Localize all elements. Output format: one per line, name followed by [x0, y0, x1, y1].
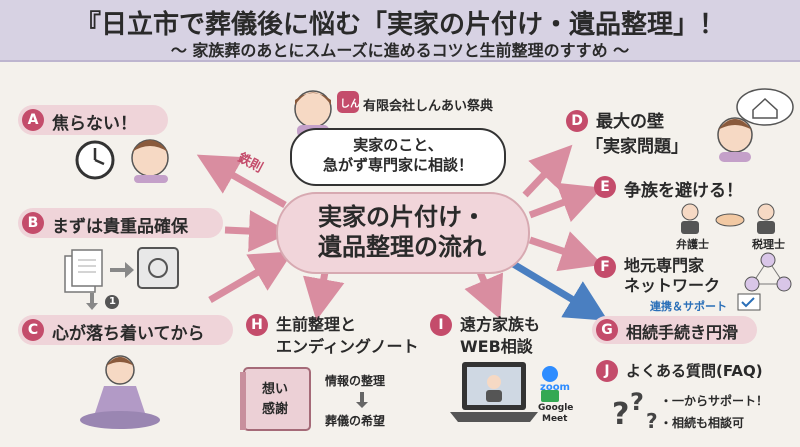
arrow-to-G: [508, 258, 609, 321]
book-text-line-2: 感謝: [262, 402, 289, 417]
section-D-badge: D: [566, 110, 588, 132]
arrow-to-B: [224, 210, 291, 253]
book-text-line-1: 想い: [262, 382, 289, 397]
section-G-title: 相続手続き円滑: [626, 323, 739, 342]
section-H-badge: H: [246, 314, 268, 336]
zoom-logo-icon: [542, 366, 558, 382]
section-J-item-2: ・相続も相談可: [660, 416, 745, 430]
center-title: 実家の片付け・ 遺品整理の流れ: [276, 202, 528, 262]
title-bar: [0, 0, 800, 62]
section-H-title-line-1: 生前整理と: [276, 315, 357, 334]
page-subtitle: 〜 家族葬のあとにスムーズに進めるコツと生前整理のすすめ 〜: [170, 41, 630, 60]
house-thought-icon: [736, 88, 794, 126]
section-A-title: 焦らない！: [52, 114, 137, 134]
google-meet-label-line-1: Google: [538, 403, 574, 413]
advice-line-1: 実家のこと、: [353, 136, 443, 154]
step-badge-icon: [105, 295, 119, 309]
section-B-step: 1: [109, 296, 116, 307]
network-icon: [744, 252, 792, 292]
book-icon: [240, 367, 311, 431]
section-G-badge: G: [596, 319, 618, 341]
google-meet-label-line-2: Meet: [542, 414, 568, 424]
svg-text:?: ?: [646, 409, 658, 433]
section-C-badge: C: [22, 319, 44, 341]
google-meet-logo-icon: [541, 390, 559, 402]
question-marks-icon: ? ? ?: [612, 388, 658, 433]
down-arrow-small-icon: [356, 392, 368, 408]
lawyer-label: 弁護士: [676, 238, 709, 251]
center-title-line-1: 実家の片付け・: [318, 203, 486, 231]
arrow-to-A: [196, 154, 287, 209]
arrow-to-C: [208, 251, 294, 304]
section-F-title-line-1: 地元専門家: [624, 256, 705, 275]
advice-bubble: [290, 128, 506, 186]
center-title-line-2: 遺品整理の流れ: [318, 233, 486, 261]
arrow-down-icon: [86, 293, 98, 310]
section-B-pill: [18, 208, 223, 238]
section-H-item-1: 情報の整理: [325, 374, 386, 388]
section-G-pill: [592, 316, 757, 344]
section-E-title: 争族を避ける！: [624, 181, 743, 201]
section-J-badge: J: [596, 360, 618, 382]
thinking-person-icon: [717, 117, 753, 162]
advice-bubble-text: 実家のこと、 急がず専門家に相談！: [290, 135, 506, 175]
arrow-to-I: [464, 270, 504, 320]
checklist-icon: [737, 293, 761, 311]
section-J-item-1: ・一からサポート！: [660, 394, 769, 408]
documents-icon: [64, 249, 103, 293]
advice-line-2: 急がず専門家に相談！: [322, 156, 473, 174]
laptop-icon: [450, 362, 538, 422]
section-H-item-2: 葬儀の希望: [325, 414, 386, 428]
section-D-title-line-1: 最大の壁: [596, 112, 664, 132]
section-J-title: よくある質問(FAQ): [626, 362, 763, 380]
tax-accountant-label: 税理士: [752, 238, 785, 251]
center-box: [276, 192, 530, 274]
arrow-to-E: [528, 182, 603, 223]
section-I-badge: I: [430, 314, 452, 336]
section-B-badge: B: [22, 212, 44, 234]
company-name: 有限会社しんあい祭典: [363, 99, 494, 114]
arrow-to-D: [522, 144, 573, 198]
section-F-title-line-2: ネットワーク: [624, 276, 721, 295]
section-C-title: 心が落ち着いてから: [52, 324, 205, 344]
section-E-badge: E: [594, 176, 616, 198]
section-F-badge: F: [594, 256, 616, 278]
section-F-link-label: 連携＆サポート: [650, 300, 727, 313]
section-A-badge: A: [22, 109, 44, 131]
handshake-icon: [715, 213, 745, 227]
lawyer-icon: [681, 203, 699, 234]
section-I-title-line-2: WEB相談: [460, 337, 533, 356]
svg-text:?: ?: [630, 388, 644, 416]
tax-accountant-icon: [757, 203, 775, 234]
section-D-title-line-2: 「実家問題」: [586, 137, 688, 157]
arrow-to-F: [528, 231, 603, 272]
company-logo-text: しん: [340, 99, 360, 110]
section-B-title: まずは貴重品確保: [52, 217, 188, 237]
company-logo-icon: [337, 91, 359, 113]
worried-person-icon: [131, 139, 169, 183]
section-I-title-line-1: 遠方家族も: [460, 315, 541, 334]
section-C-pill: [18, 315, 233, 345]
svg-text:?: ?: [612, 397, 629, 432]
arrow-right-icon: [110, 262, 134, 278]
zoom-label: zoom: [540, 382, 570, 393]
section-H-title-line-2: エンディングノート: [276, 337, 419, 356]
arrow-to-H: [303, 271, 345, 321]
safe-icon: [137, 247, 179, 289]
clock-icon: [75, 140, 115, 180]
page-title: 『日立市で葬儀後に悩む「実家の片付け・遺品整理」！: [74, 10, 725, 40]
meditating-person-icon: [80, 355, 160, 429]
